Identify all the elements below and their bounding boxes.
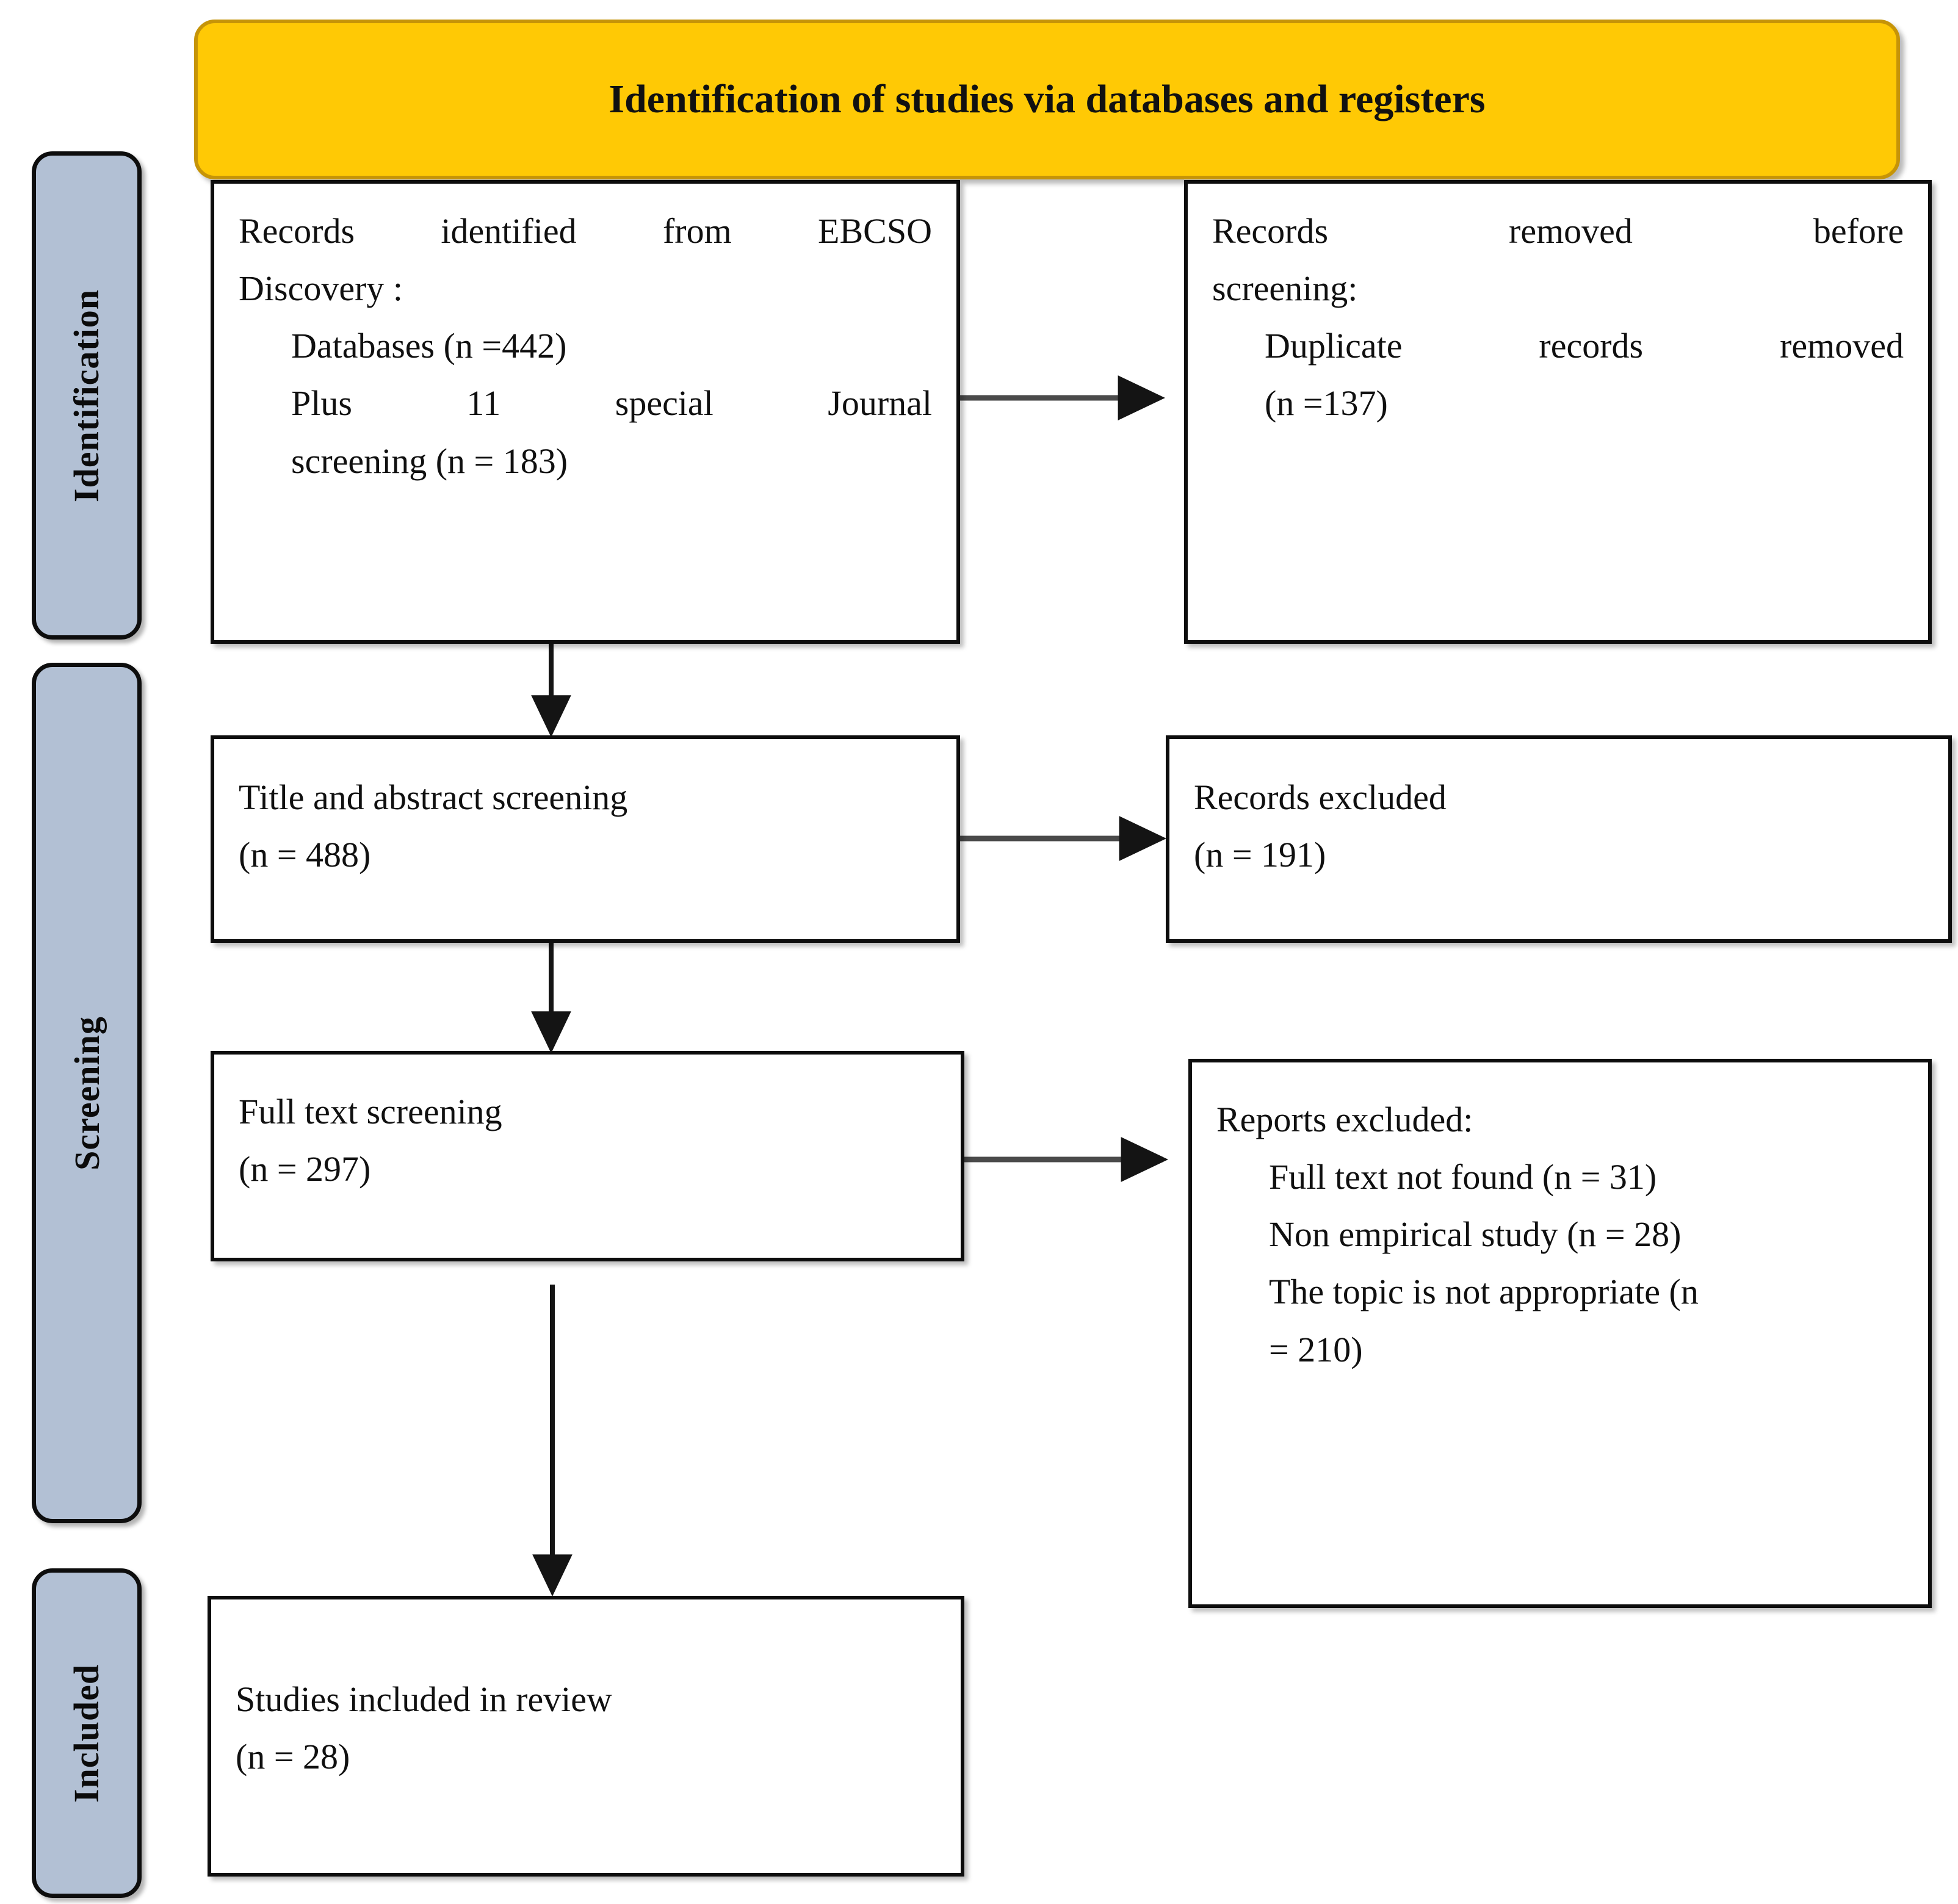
reports-excluded-line3: Non empirical study (n = 28) — [1269, 1214, 1682, 1255]
records-identified-line2: Discovery : — [239, 269, 403, 309]
stage-pill-included: Included — [32, 1568, 142, 1898]
box-reports-excluded: Reports excluded: Full text not found (n… — [1188, 1059, 1932, 1608]
stage-label-screening: Screening — [67, 1015, 107, 1170]
records-excluded-line1: Records excluded — [1194, 777, 1447, 817]
records-removed-line2: screening: — [1212, 269, 1358, 309]
studies-included-line1: Studies included in review — [236, 1679, 612, 1719]
reports-excluded-line4: The topic is not appropriate (n — [1269, 1272, 1699, 1312]
box-studies-included-in-review: Studies included in review (n = 28) — [208, 1596, 964, 1877]
full-text-line2: (n = 297) — [239, 1149, 371, 1189]
records-identified-line5: screening (n = 183) — [291, 441, 568, 481]
box-records-removed-before-screening: Records removed before screening: Duplic… — [1184, 180, 1932, 644]
title-abstract-line1: Title and abstract screening — [239, 777, 628, 817]
reports-excluded-line2: Full text not found (n = 31) — [1269, 1157, 1657, 1197]
full-text-line1: Full text screening — [239, 1092, 502, 1131]
stage-pill-identification: Identification — [32, 151, 142, 640]
title-abstract-line2: (n = 488) — [239, 835, 371, 875]
records-identified-line1: Records identified from EBCSO — [239, 211, 932, 251]
box-full-text-screening: Full text screening (n = 297) — [211, 1051, 964, 1261]
reports-excluded-line5: = 210) — [1269, 1329, 1363, 1369]
reports-excluded-line1: Reports excluded: — [1216, 1100, 1473, 1139]
records-identified-line4: Plus 11 special Journal — [291, 383, 932, 424]
banner-identification-header: Identification of studies via databases … — [194, 20, 1900, 179]
records-excluded-line2: (n = 191) — [1194, 835, 1326, 875]
stage-label-identification: Identification — [67, 289, 107, 502]
stage-pill-screening: Screening — [32, 663, 142, 1523]
records-identified-line3: Databases (n =442) — [291, 326, 567, 366]
studies-included-line2: (n = 28) — [236, 1737, 350, 1777]
records-removed-line4: (n =137) — [1265, 383, 1388, 424]
box-records-excluded: Records excluded (n = 191) — [1166, 735, 1952, 943]
box-records-identified: Records identified from EBCSO Discovery … — [211, 180, 960, 644]
records-removed-line1: Records removed before — [1212, 211, 1904, 251]
stage-label-included: Included — [67, 1664, 107, 1803]
records-removed-line3: Duplicate records removed — [1265, 326, 1904, 366]
banner-title: Identification of studies via databases … — [609, 77, 1486, 121]
box-title-abstract-screening: Title and abstract screening (n = 488) — [211, 735, 960, 943]
